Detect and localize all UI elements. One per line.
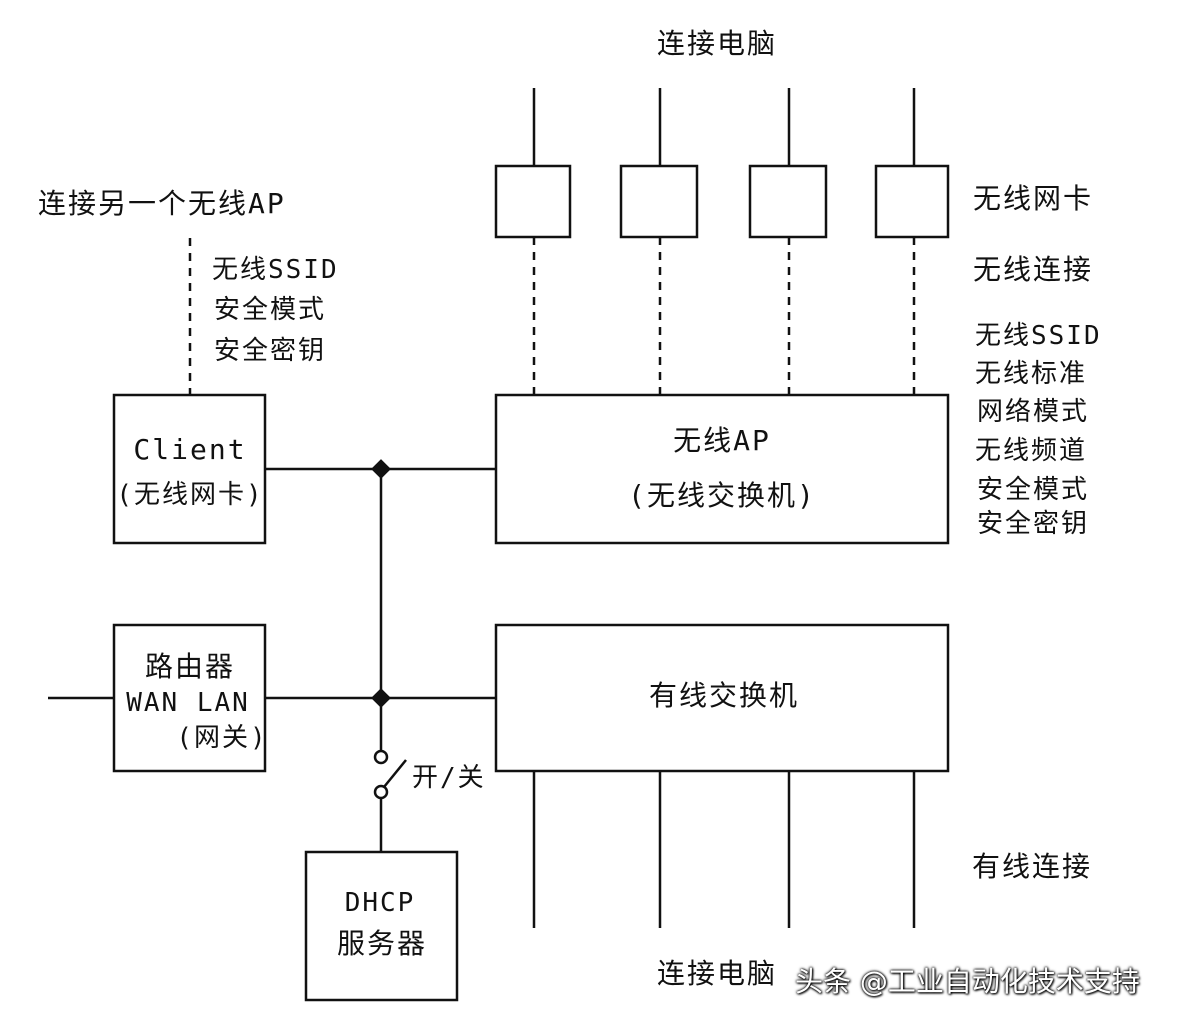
client-param-ssid: 无线SSID — [212, 255, 339, 285]
ap-box-line1: 无线AP — [673, 424, 771, 457]
ap-param-standard: 无线标准 — [975, 359, 1088, 389]
junction-lower — [371, 688, 391, 708]
other-ap-label: 连接另一个无线AP — [38, 187, 286, 220]
nic-box-1 — [494, 164, 572, 239]
bottom-pc-label: 连接电脑 — [657, 957, 778, 990]
switch-blade — [383, 759, 407, 788]
ap-box-line2: (无线交换机) — [628, 479, 816, 512]
router-box-line2: WAN LAN — [126, 688, 250, 718]
dhcp-box — [304, 850, 459, 1002]
ap-param-channel: 无线频道 — [975, 436, 1088, 466]
switch-box-label: 有线交换机 — [648, 679, 800, 712]
switch-contact-bottom — [373, 784, 389, 800]
switch-contact-top — [373, 749, 389, 765]
ap-box — [494, 393, 950, 545]
wireless-nic-label: 无线网卡 — [973, 182, 1094, 215]
ap-param-network-mode: 网络模式 — [977, 397, 1090, 427]
wired-conn-label: 有线连接 — [972, 850, 1093, 883]
ap-param-security-mode: 安全模式 — [977, 475, 1090, 505]
ap-param-security-key: 安全密钥 — [977, 509, 1090, 539]
client-param-security-key: 安全密钥 — [214, 336, 327, 366]
watermark: 头条 @工业自动化技术支持 — [795, 965, 1140, 998]
nic-box-2 — [619, 164, 699, 239]
router-box-line3: (网关) — [176, 723, 268, 753]
client-box — [112, 393, 267, 545]
client-box-line1: Client — [133, 433, 247, 466]
dhcp-box-line2: 服务器 — [336, 927, 428, 960]
nic-box-4 — [874, 164, 950, 239]
switch-label: 开/关 — [412, 763, 486, 793]
nic-box-3 — [748, 164, 828, 239]
dhcp-box-line1: DHCP — [344, 888, 416, 918]
top-pc-label: 连接电脑 — [657, 27, 778, 60]
junction-upper — [371, 459, 391, 479]
router-box-line1: 路由器 — [144, 650, 236, 683]
client-param-security-mode: 安全模式 — [214, 295, 327, 325]
client-box-line2: (无线网卡) — [116, 480, 264, 510]
ap-param-ssid: 无线SSID — [975, 321, 1102, 351]
wireless-conn-label: 无线连接 — [973, 253, 1094, 286]
